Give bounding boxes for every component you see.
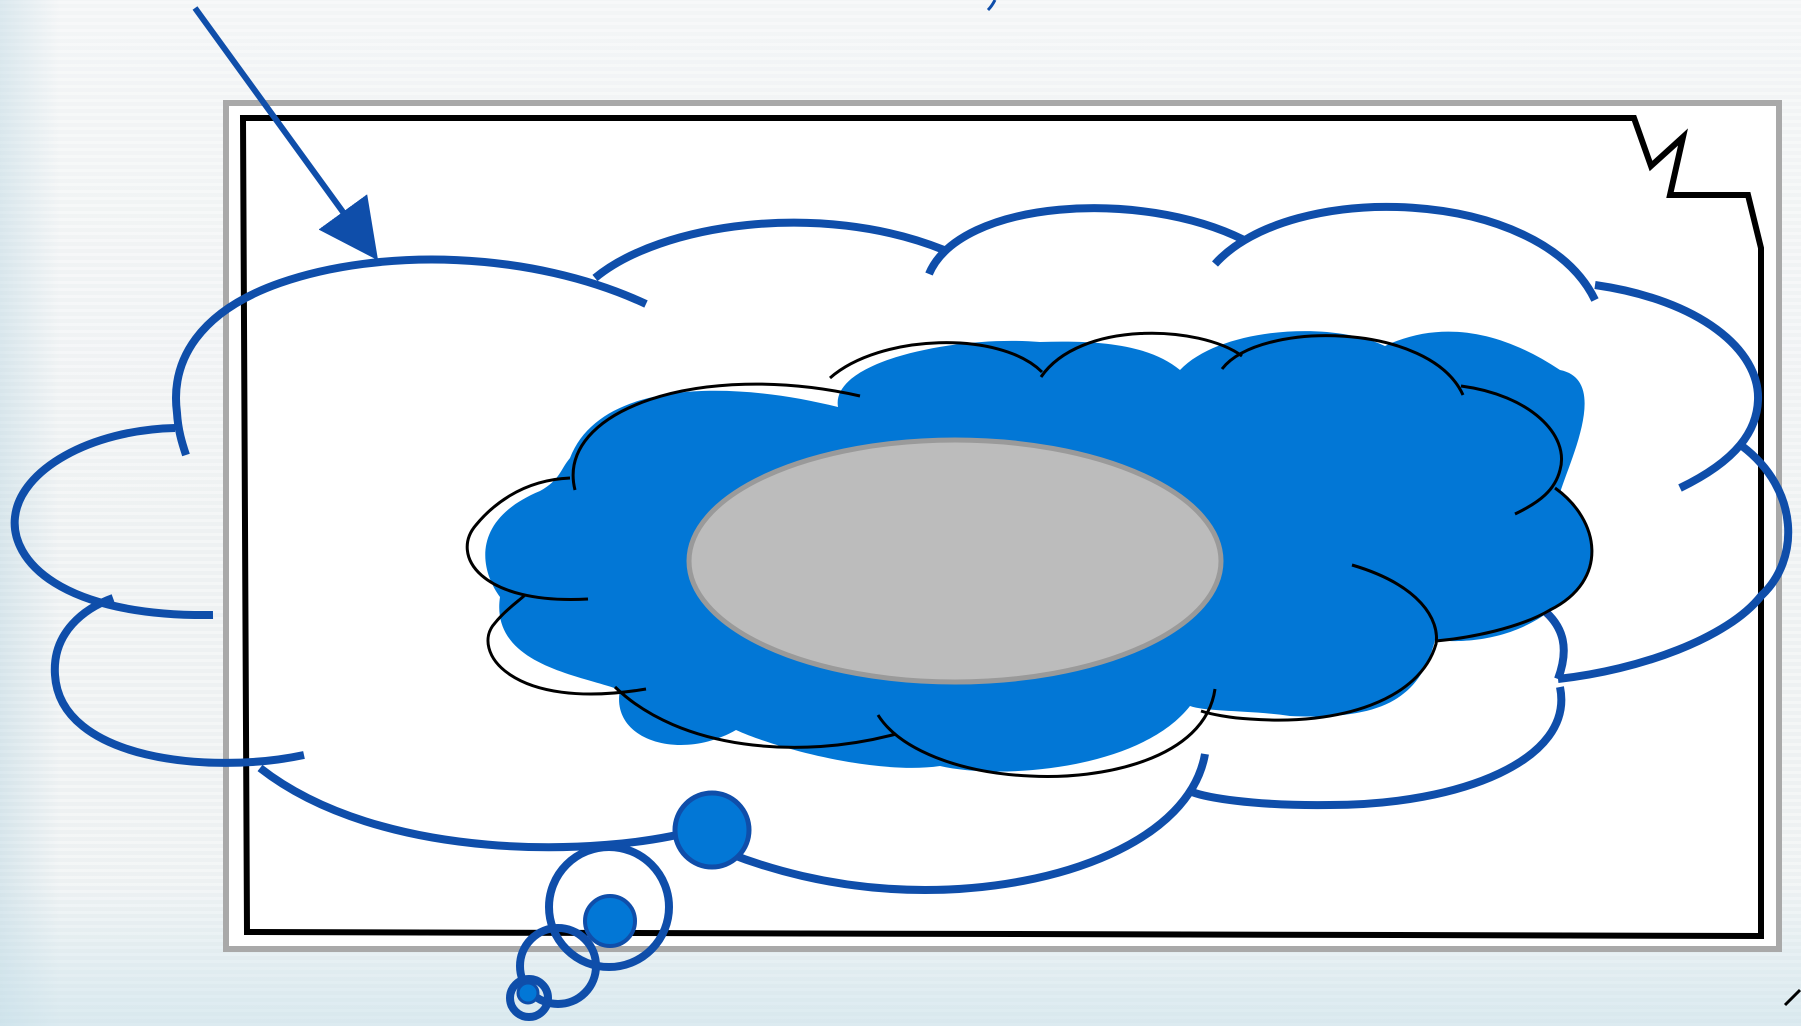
center-gray-ellipse <box>689 440 1221 682</box>
partial-glyph-bottom-right <box>1785 990 1800 1005</box>
thought-bubble-medium <box>585 896 635 946</box>
thought-bubble-large <box>675 793 749 867</box>
partial-glyph-top <box>988 0 995 10</box>
thought-bubble-small <box>518 983 538 1003</box>
